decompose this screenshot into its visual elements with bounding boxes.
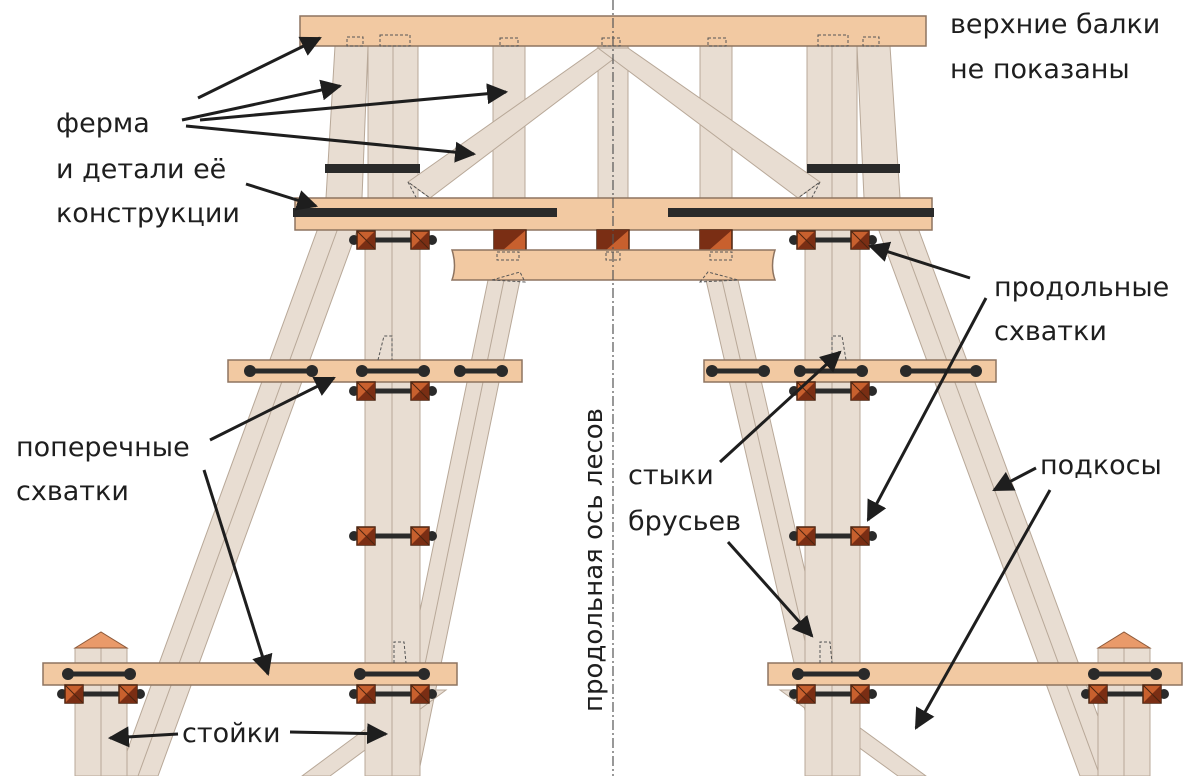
braces-right	[705, 227, 1121, 776]
braces-left	[117, 227, 521, 776]
clamp-block-pair	[349, 526, 437, 546]
clamp-block-pair	[789, 381, 877, 401]
label-posts: стойки	[182, 718, 281, 749]
label-transverse-2: схватки	[16, 476, 129, 507]
label-longitudinal-1: продольные	[994, 272, 1169, 303]
post-caps	[73, 631, 1152, 649]
clamp-block-pair	[1081, 684, 1169, 704]
clamp-block-pair	[349, 381, 437, 401]
label-truss-2: и детали её	[56, 154, 226, 185]
clamp-block-pair	[349, 230, 437, 250]
clamp-block-pair	[789, 684, 877, 704]
label-top-beams-2: не показаны	[950, 54, 1130, 85]
label-truss-1: ферма	[56, 108, 150, 139]
clamp-block-pair	[349, 684, 437, 704]
axis-label: продольная ось лесов	[579, 408, 609, 712]
transverse-clamp-low-left	[42, 641, 458, 686]
clamp-block-pair	[57, 684, 145, 704]
longitudinal-clamp-blocks	[57, 230, 1169, 704]
label-joints-1: стыки	[628, 460, 714, 491]
clamp-block-pair	[789, 230, 877, 250]
label-truss-3: конструкции	[56, 198, 240, 229]
transverse-clamp-mid-left	[227, 335, 523, 383]
truss-straps	[325, 164, 900, 173]
transverse-clamp-low-right	[767, 641, 1183, 686]
label-longitudinal-2: схватки	[994, 316, 1107, 347]
callout-labels: верхние балки не показаны ферма и детали…	[16, 9, 1169, 749]
clamp-block-pair	[789, 526, 877, 546]
label-braces: подкосы	[1040, 450, 1162, 481]
label-transverse-1: поперечные	[16, 432, 190, 463]
label-joints-2: брусьев	[628, 506, 741, 537]
label-top-beams-1: верхние балки	[950, 9, 1160, 40]
pointer-arrows	[107, 36, 1052, 748]
